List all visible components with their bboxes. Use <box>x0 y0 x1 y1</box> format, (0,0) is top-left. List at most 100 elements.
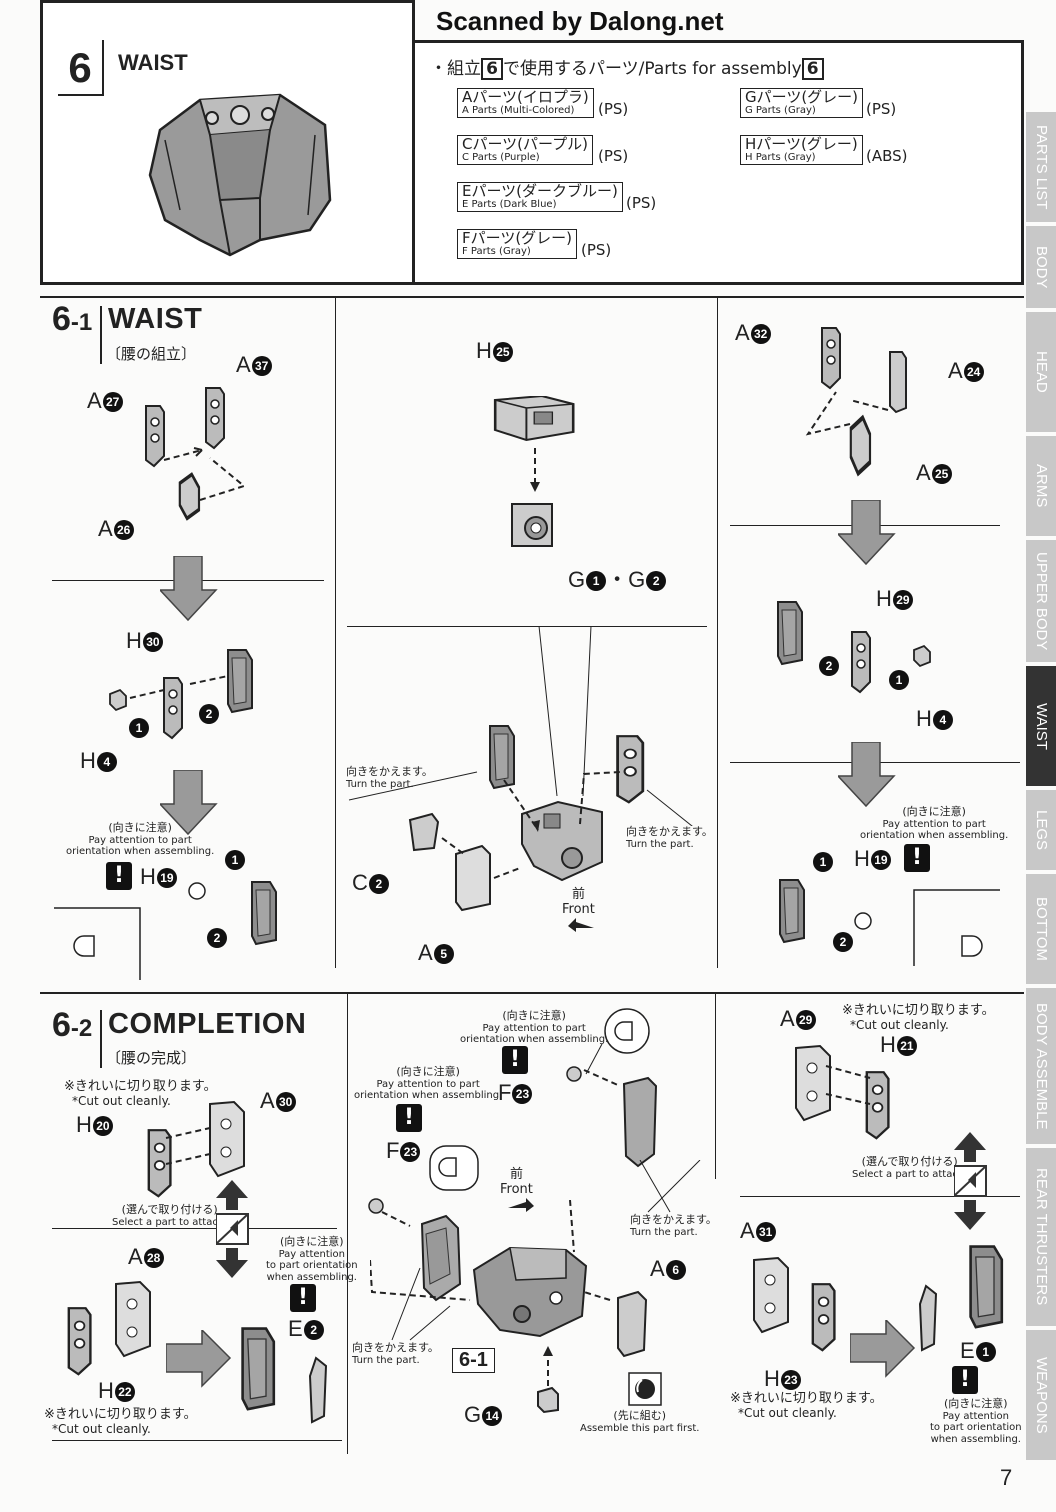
detail-bubble-2 <box>429 1145 479 1191</box>
tab-bottom[interactable]: BOTTOM <box>1026 874 1056 984</box>
warning-icon: ! <box>904 844 930 872</box>
cut-note: ※きれいに切り取ります。*Cut out cleanly. <box>64 1079 217 1108</box>
tab-weapons[interactable]: WEAPONS <box>1026 1330 1056 1460</box>
tab-parts-list[interactable]: PARTS LIST <box>1026 112 1056 222</box>
step-title: WAIST <box>118 50 188 75</box>
assembly-arrows <box>163 447 247 501</box>
select-note: (選んで取り付ける)Select a part to attach. <box>112 1203 228 1228</box>
cut-note: ※きれいに切り取ります。*Cut out cleanly. <box>730 1391 883 1420</box>
title-bar <box>100 306 102 364</box>
warning-icon: ! <box>290 1284 316 1312</box>
parts-g-type: (PS) <box>866 100 897 118</box>
turn-note-left: 向きをかえます。Turn the part. <box>346 765 433 790</box>
warning-icon: ! <box>396 1104 422 1132</box>
parts-f: Fパーツ(グレー)F Parts (Gray) <box>457 229 578 260</box>
part-plate-3 <box>777 601 803 665</box>
waist-assembly <box>472 1246 588 1338</box>
assemble-first-icon <box>628 1372 662 1406</box>
section-6-1-title: WAIST <box>108 303 203 335</box>
tab-legs[interactable]: LEGS <box>1026 790 1056 870</box>
front-arrow-icon <box>568 918 594 932</box>
section-6-1-number: 6-1 <box>52 300 93 338</box>
assemble-first-note: (先に組む)Assemble this part first. <box>580 1409 700 1434</box>
turn-note-left: 向きをかえます。Turn the part. <box>352 1341 439 1366</box>
parts-e: Eパーツ(ダークブルー)E Parts (Dark Blue) <box>457 182 623 213</box>
part-h23 <box>811 1282 836 1352</box>
warning-icon: ! <box>106 862 132 890</box>
callout-lines <box>348 626 693 826</box>
section-6-2-jp: 〔腰の完成〕 <box>106 1049 197 1067</box>
select-swap-icon <box>216 1180 249 1279</box>
assembly-arrows <box>583 1043 621 1087</box>
part-a24 <box>889 351 907 414</box>
row-divider <box>52 1228 337 1229</box>
tab-arms[interactable]: ARMS <box>1026 436 1056 536</box>
assembly-arrows <box>441 771 621 879</box>
callout-lines <box>391 1160 701 1341</box>
waist-illustration <box>148 93 332 257</box>
parts-c-type: (PS) <box>598 147 629 165</box>
parts-f-type: (PS) <box>581 241 612 259</box>
title-bar <box>100 1010 102 1068</box>
part-a5 <box>455 844 491 912</box>
detail-bubble-1 <box>604 1008 650 1054</box>
substep-ref: 6-1 <box>452 1348 495 1373</box>
warning-icon: ! <box>502 1046 528 1074</box>
tab-rear-thrusters[interactable]: REAR THRUSTERS <box>1026 1148 1056 1326</box>
select-swap-icon <box>954 1132 987 1231</box>
tab-upper-body[interactable]: UPPER BODY <box>1026 540 1056 662</box>
part-a29 <box>795 1044 831 1122</box>
down-arrow <box>838 500 895 565</box>
part-plate-7 <box>420 1214 462 1302</box>
step-1-marker: 1 <box>128 714 149 740</box>
part-a31 <box>753 1256 789 1334</box>
part-h4b <box>913 645 931 667</box>
part-g14 <box>537 1386 559 1414</box>
warning-icon: ! <box>952 1366 978 1394</box>
part-h19-ball <box>188 882 206 900</box>
parts-h: Hパーツ(グレー)H Parts (Gray) <box>740 135 863 166</box>
tab-waist[interactable]: WAIST <box>1026 666 1056 786</box>
part-c2 <box>408 812 440 852</box>
col-divider <box>335 298 336 968</box>
part-g1-g2 <box>511 503 553 547</box>
tab-body-assemble[interactable]: BODY ASSEMBLE <box>1026 988 1056 1144</box>
assembly-arrows <box>129 675 229 699</box>
tab-head[interactable]: HEAD <box>1026 312 1056 432</box>
select-note: (選んで取り付ける)Select a part to attach. <box>852 1155 968 1180</box>
part-h19b-ball <box>854 912 872 930</box>
detail-frame <box>913 889 1000 966</box>
part-plate-6 <box>622 1076 658 1168</box>
assembly-arrows <box>165 1127 211 1165</box>
tab-body[interactable]: BODY <box>1026 226 1056 308</box>
part-a6 <box>617 1290 648 1358</box>
step-2-marker: 2 <box>818 652 839 678</box>
col-divider <box>347 994 348 1454</box>
section-6-1-jp: 〔腰の組立〕 <box>106 345 197 363</box>
step-1-marker: 1 <box>888 666 909 692</box>
